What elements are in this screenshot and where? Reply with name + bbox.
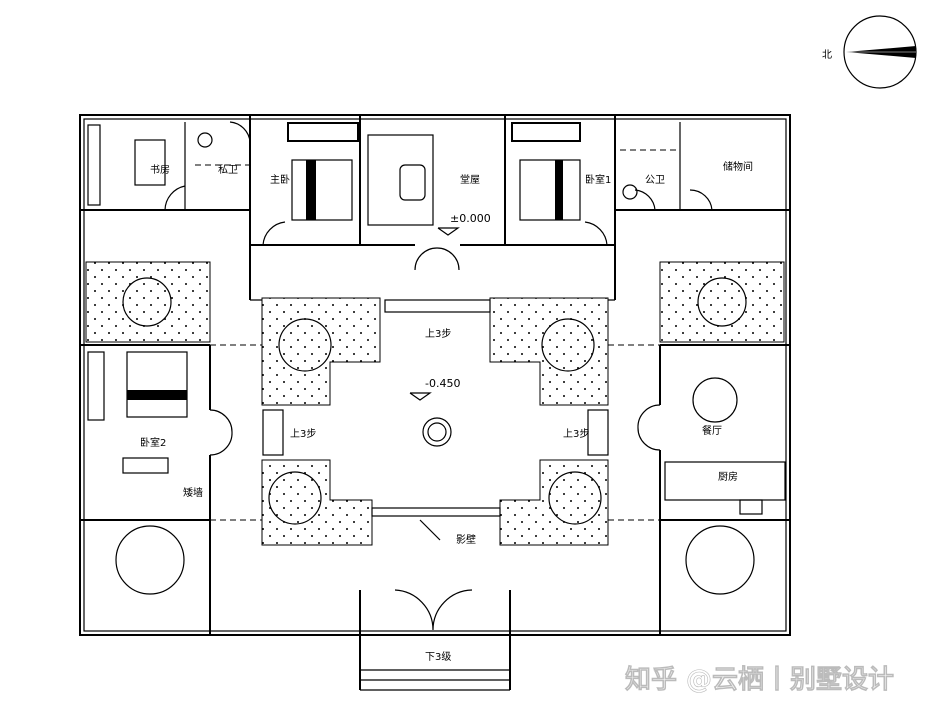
north-compass-icon	[843, 15, 917, 89]
room-label-dining: 餐厅	[702, 424, 722, 437]
steps-right-label: 上3步	[563, 428, 589, 440]
screen-wall-label: 影壁	[456, 533, 476, 546]
steps-top-label: 上3步	[425, 328, 451, 340]
room-label-bedroom1: 卧室1	[585, 173, 611, 186]
room-label-study: 书房	[150, 163, 170, 176]
screen-wall	[371, 507, 501, 517]
planters	[85, 261, 785, 595]
level-courtyard: -0.450	[425, 377, 460, 390]
room-label-bedroom2: 卧室2	[140, 436, 166, 449]
low-wall-label: 矮墙	[183, 486, 203, 499]
room-label-kitchen: 厨房	[718, 470, 738, 483]
steps	[262, 227, 609, 691]
doors	[164, 121, 713, 631]
outer-walls	[79, 114, 791, 636]
compass-label: 北	[822, 49, 832, 61]
room-label-master-bedroom: 主卧	[270, 173, 290, 186]
interior-walls	[80, 115, 790, 635]
room-label-storage: 储物间	[723, 160, 753, 173]
watermark: 知乎 @云栖丨别墅设计	[625, 665, 894, 695]
furniture	[87, 122, 786, 515]
entrance-steps-label: 下3级	[425, 651, 451, 663]
level-hall: ±0.000	[450, 212, 491, 225]
steps-left-label: 上3步	[290, 428, 316, 440]
room-label-public-bath: 公卫	[645, 175, 665, 186]
room-label-private-bath: 私卫	[218, 164, 238, 176]
room-label-main-hall: 堂屋	[460, 174, 480, 186]
